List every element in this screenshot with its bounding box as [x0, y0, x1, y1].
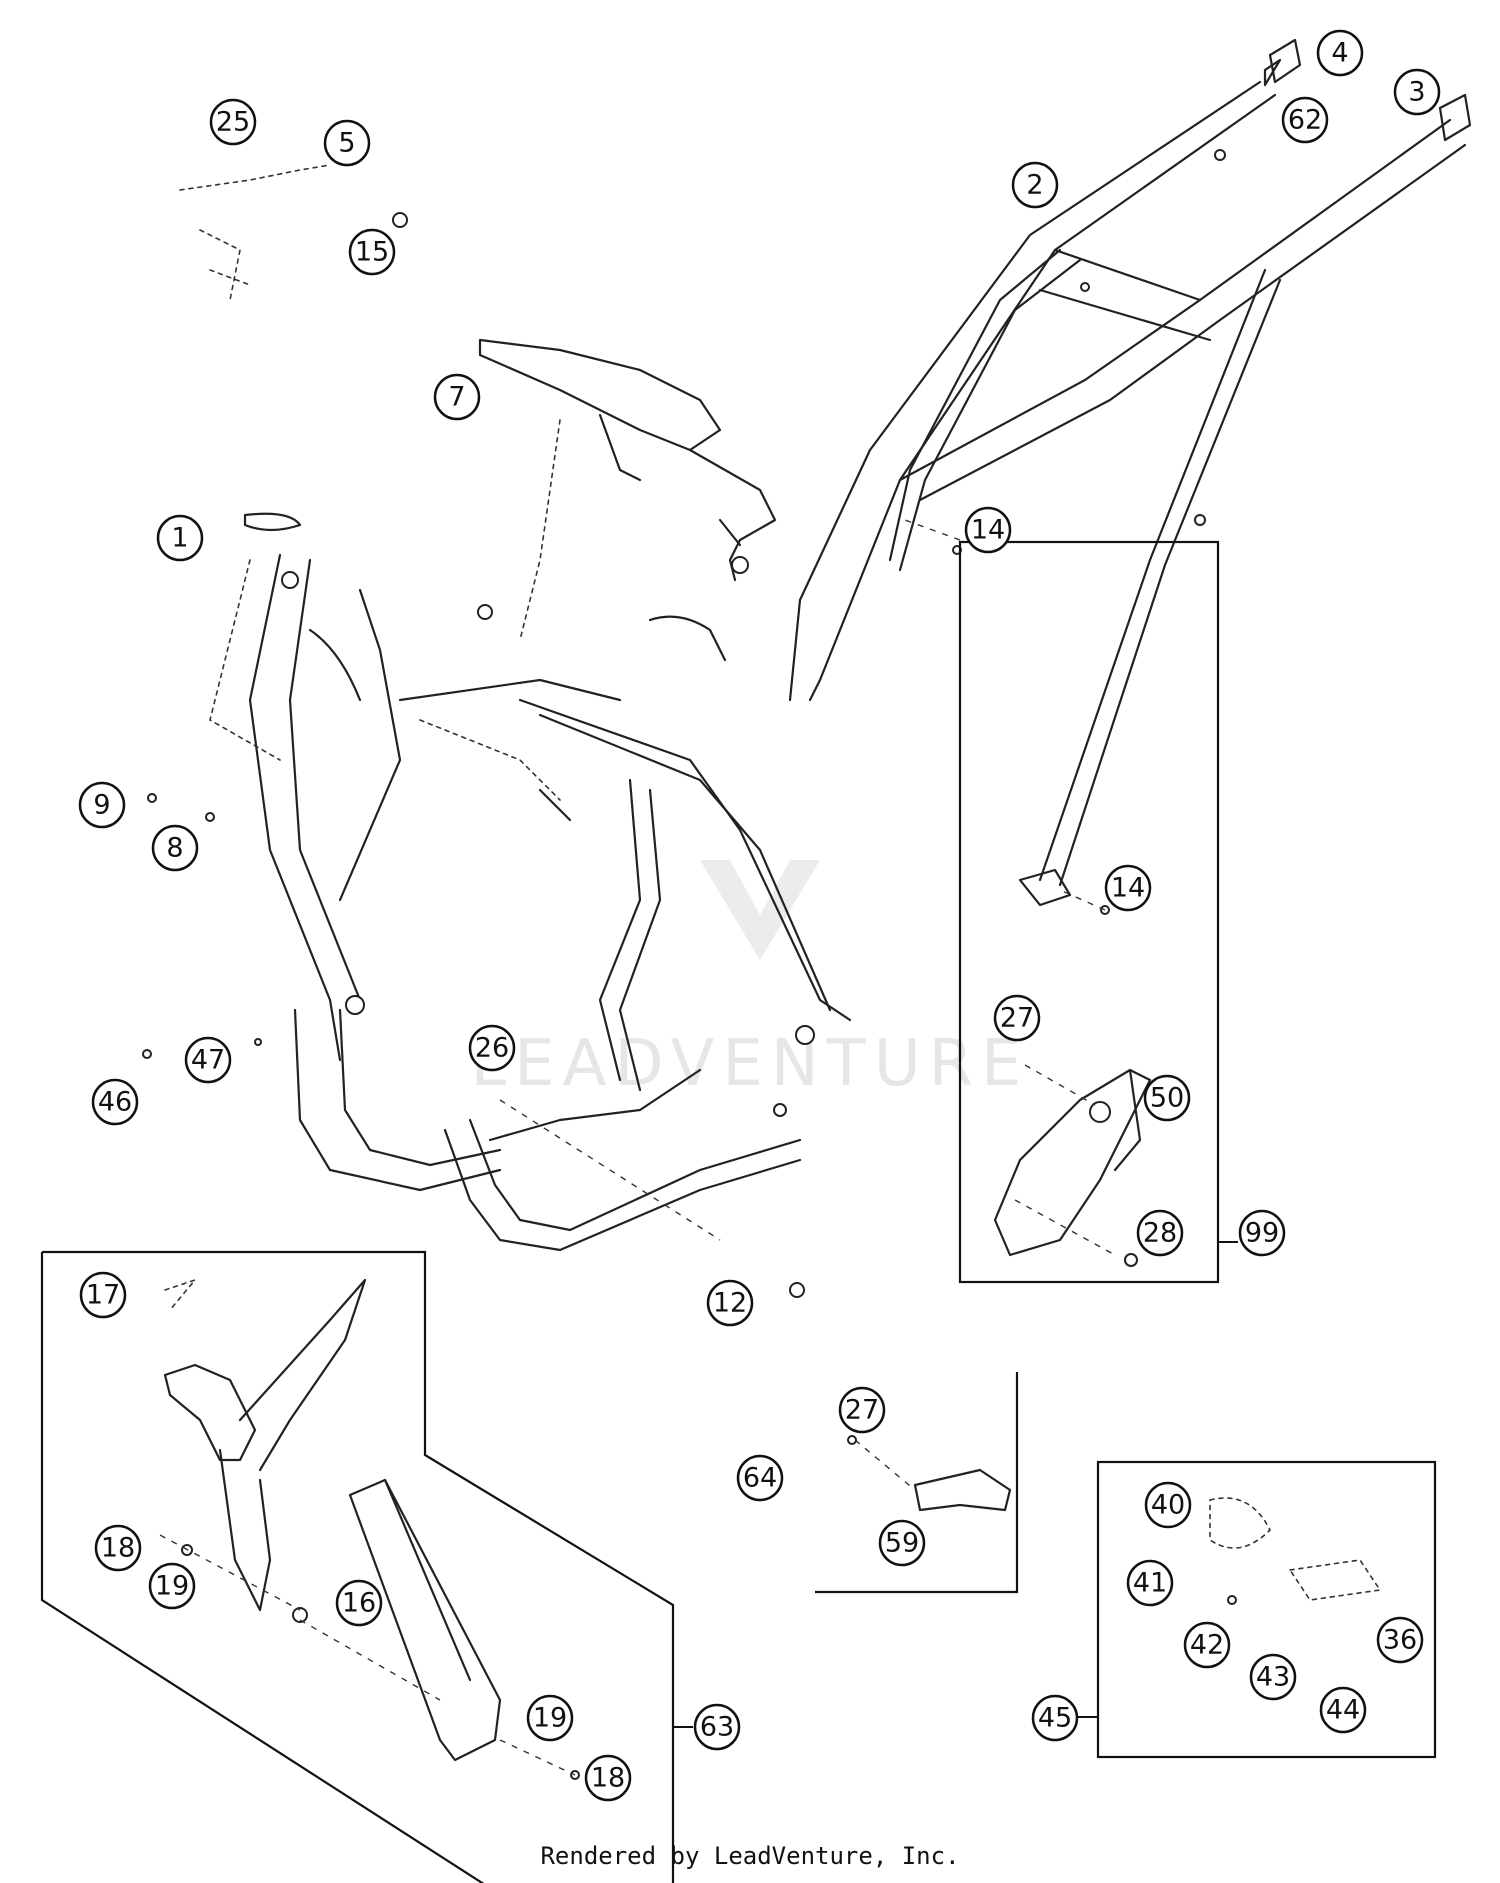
callout-number: 50 [1150, 1083, 1184, 1114]
callout: 50 [1143, 1074, 1191, 1122]
kit-box-99 [958, 540, 1220, 1284]
callout-number: 9 [93, 790, 110, 821]
callout-number: 28 [1143, 1218, 1177, 1249]
callout-number: 40 [1151, 1490, 1185, 1521]
callout: 44 [1319, 1686, 1367, 1734]
callout: 47 [184, 1036, 232, 1084]
callout-number: 27 [1000, 1003, 1034, 1034]
callout: 14 [1104, 864, 1152, 912]
callout: 18 [94, 1524, 142, 1572]
callout-number: 64 [743, 1463, 777, 1494]
top-bracket [478, 338, 777, 641]
callout-number: 59 [885, 1528, 919, 1559]
callout: 16 [335, 1579, 383, 1627]
callout-number: 47 [191, 1045, 225, 1076]
callout: 27 [838, 1386, 886, 1434]
callout: 1 [156, 514, 204, 562]
callout: 43 [1249, 1653, 1297, 1701]
callout: 46 [91, 1078, 139, 1126]
callout-number: 43 [1256, 1662, 1290, 1693]
callout: 14 [964, 506, 1012, 554]
callout-number: 26 [475, 1033, 509, 1064]
callout: 8 [151, 824, 199, 872]
callout-number: 36 [1383, 1625, 1417, 1656]
callout-number: 63 [700, 1712, 734, 1743]
callout: 12 [706, 1279, 754, 1327]
callout-number: 18 [101, 1533, 135, 1564]
callout: 9 [78, 781, 126, 829]
callout-number: 25 [216, 107, 250, 138]
callout: 99 [1238, 1209, 1286, 1257]
callout: 26 [468, 1024, 516, 1072]
callout: 17 [79, 1271, 127, 1319]
callout-number: 16 [342, 1588, 376, 1619]
callout-number: 3 [1408, 77, 1425, 108]
callout-number: 7 [448, 382, 465, 413]
callout: 63 [693, 1703, 741, 1751]
callout-number: 19 [533, 1703, 567, 1734]
callout-number: 41 [1133, 1568, 1167, 1599]
subframe [788, 38, 1472, 907]
callout: 64 [736, 1454, 784, 1502]
callout-number: 14 [1111, 873, 1145, 904]
callout-number: 99 [1245, 1218, 1279, 1249]
callout-number: 42 [1190, 1630, 1224, 1661]
loose-hardware [142, 149, 1226, 1298]
callout-number: 62 [1288, 105, 1322, 136]
chain-guide-kit [958, 540, 1238, 1284]
callout: 45 [1031, 1694, 1079, 1742]
callout: 18 [584, 1754, 632, 1802]
callout-number: 5 [338, 128, 355, 159]
callout-number: 1 [171, 523, 188, 554]
callout: 7 [433, 373, 481, 421]
callout: 15 [348, 228, 396, 276]
callout: 25 [209, 98, 257, 146]
callout-number: 15 [355, 237, 389, 268]
callout: 36 [1376, 1616, 1424, 1664]
callout: 28 [1136, 1209, 1184, 1257]
bolt-group-top-left [179, 164, 408, 301]
callout: 41 [1126, 1559, 1174, 1607]
watermark: LEADVENTURE [471, 860, 1030, 1101]
callout: 27 [993, 994, 1041, 1042]
callout: 19 [148, 1562, 196, 1610]
callout: 19 [526, 1694, 574, 1742]
callout: 62 [1281, 96, 1329, 144]
callout-number: 17 [86, 1280, 120, 1311]
callout-number: 14 [971, 515, 1005, 546]
callout: 2 [1011, 161, 1059, 209]
kit-box-45 [1096, 1460, 1437, 1759]
frame-protector-kit [40, 1250, 693, 1883]
callout-number: 46 [98, 1087, 132, 1118]
callout-number: 44 [1326, 1695, 1360, 1726]
footer-credit: Rendered by LeadVenture, Inc. [540, 1842, 960, 1870]
callout-number: 4 [1331, 38, 1348, 69]
watermark-text: LEADVENTURE [471, 1027, 1030, 1101]
callout: 59 [878, 1519, 926, 1567]
callout-number: 12 [713, 1288, 747, 1319]
callout: 3 [1393, 68, 1441, 116]
callout: 4 [1316, 29, 1364, 77]
callout-number: 45 [1038, 1703, 1072, 1734]
callout-number: 8 [166, 833, 183, 864]
callout-number: 19 [155, 1571, 189, 1602]
main-frame [209, 512, 852, 1252]
callout: 40 [1144, 1481, 1192, 1529]
callout: 42 [1183, 1621, 1231, 1669]
chain-slider-kit [815, 1372, 1019, 1594]
watermark-logo-icon [700, 860, 820, 960]
callout-number: 2 [1026, 170, 1043, 201]
callout-number: 18 [591, 1763, 625, 1794]
callout-number: 27 [845, 1395, 879, 1426]
kit-box-63 [42, 1250, 675, 1883]
small-parts-kit [1078, 1460, 1437, 1759]
callout: 5 [323, 119, 371, 167]
